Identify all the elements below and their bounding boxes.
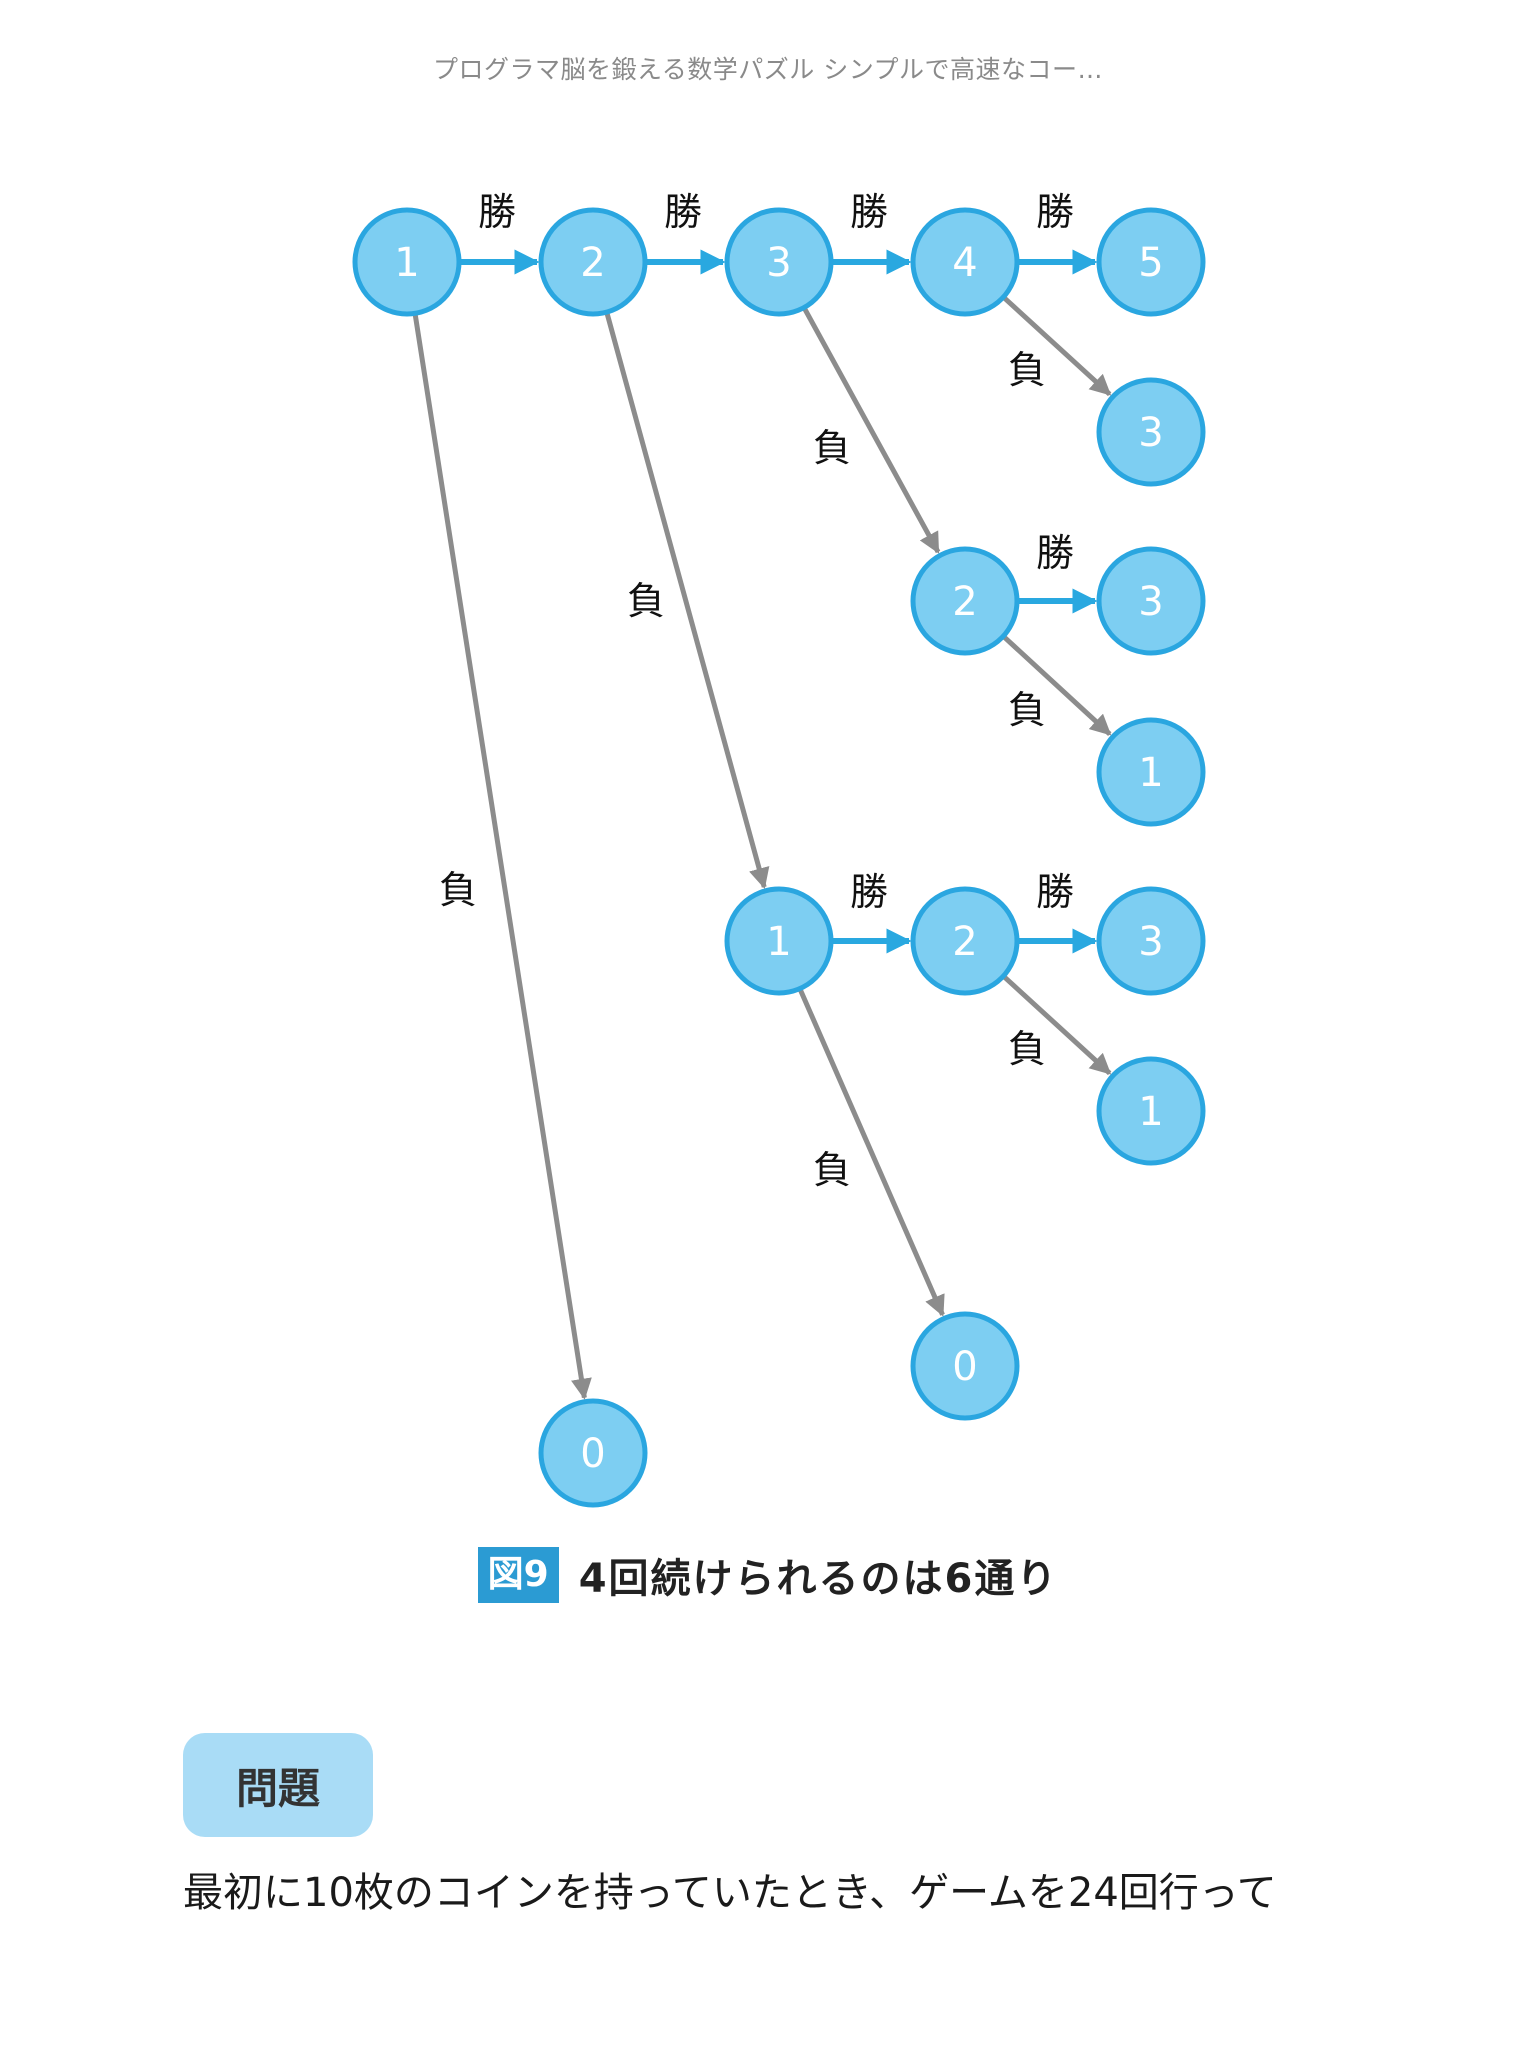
tree-node-n9: 1 (1096, 717, 1206, 827)
node-coin-count: 0 (952, 1344, 977, 1390)
figure-number-tag: 図9 (477, 1547, 559, 1603)
tree-node-n3: 3 (724, 207, 834, 317)
node-circle (724, 207, 834, 317)
node-coin-count: 3 (766, 240, 791, 286)
lose-edge-label: 負 (1008, 1027, 1046, 1071)
node-coin-count: 1 (394, 240, 419, 286)
tree-node-n7: 2 (910, 546, 1020, 656)
win-edge-label: 勝 (850, 870, 888, 914)
node-circle (724, 886, 834, 996)
figure-caption-text: 4回続けられるのは6通り (578, 1556, 1059, 1602)
tree-node-n8: 3 (1096, 546, 1206, 656)
tree-node-n11: 2 (910, 886, 1020, 996)
tree-node-n13: 1 (1096, 1056, 1206, 1166)
node-circle (1096, 377, 1206, 487)
win-edge-label: 勝 (478, 190, 516, 234)
node-circle (538, 1398, 648, 1508)
tree-node-n15: 0 (538, 1398, 648, 1508)
node-coin-count: 2 (952, 919, 977, 965)
tree-node-n2: 2 (538, 207, 648, 317)
lose-edge-n7-n9 (1003, 635, 1112, 736)
lose-edge-n1-n15 (412, 314, 592, 1400)
lose-edge-label: 負 (627, 579, 665, 623)
win-edge-label: 勝 (1036, 190, 1074, 234)
tree-node-n4: 4 (910, 207, 1020, 317)
lose-edge-n10-n14 (798, 989, 945, 1317)
lose-edge-label: 負 (1008, 348, 1046, 392)
node-circle (1096, 717, 1206, 827)
lose-edge-label: 負 (813, 1148, 851, 1192)
node-coin-count: 1 (766, 919, 791, 965)
win-edge-label: 勝 (850, 190, 888, 234)
node-circle (1096, 546, 1206, 656)
lose-edge-n4-n6 (1003, 296, 1112, 397)
node-circle (538, 207, 648, 317)
node-coin-count: 3 (1138, 410, 1163, 456)
lose-edge-label: 負 (813, 426, 851, 470)
book-title: プログラマ脳を鍛える数学パズル シンプルで高速なコー… (433, 55, 1103, 84)
problem-badge: 問題 (183, 1733, 373, 1837)
node-coin-count: 2 (580, 240, 605, 286)
lose-edge-n11-n13 (1003, 975, 1112, 1076)
node-coin-count: 1 (1138, 1089, 1163, 1135)
tree-node-n1: 1 (352, 207, 462, 317)
node-coin-count: 1 (1138, 750, 1163, 796)
node-coin-count: 2 (952, 579, 977, 625)
node-circle (1096, 1056, 1206, 1166)
tree-node-n6: 3 (1096, 377, 1206, 487)
lose-edge-label: 負 (439, 868, 477, 912)
win-edge-label: 勝 (1036, 531, 1074, 575)
tree-node-n12: 3 (1096, 886, 1206, 996)
lose-edge-n3-n7 (802, 308, 941, 554)
node-coin-count: 4 (952, 240, 977, 286)
node-coin-count: 0 (580, 1431, 605, 1477)
win-edge-label: 勝 (1036, 870, 1074, 914)
node-coin-count: 3 (1138, 579, 1163, 625)
figure-caption: 図9 4回続けられるのは6通り (0, 1546, 1536, 1604)
node-circle (1096, 207, 1206, 317)
node-circle (910, 546, 1020, 656)
tree-node-n5: 5 (1096, 207, 1206, 317)
lose-edge-n2-n10 (604, 313, 770, 890)
node-coin-count: 5 (1138, 240, 1163, 286)
problem-text: 最初に10枚のコインを持っていたとき、ゲームを24回行って (183, 1870, 1277, 1916)
node-coin-count: 3 (1138, 919, 1163, 965)
node-circle (1096, 886, 1206, 996)
lose-edge-label: 負 (1008, 688, 1046, 732)
tree-node-n14: 0 (910, 1311, 1020, 1421)
tree-node-n10: 1 (724, 886, 834, 996)
node-circle (352, 207, 462, 317)
node-circle (910, 1311, 1020, 1421)
node-circle (910, 886, 1020, 996)
node-circle (910, 207, 1020, 317)
win-edge-label: 勝 (664, 190, 702, 234)
